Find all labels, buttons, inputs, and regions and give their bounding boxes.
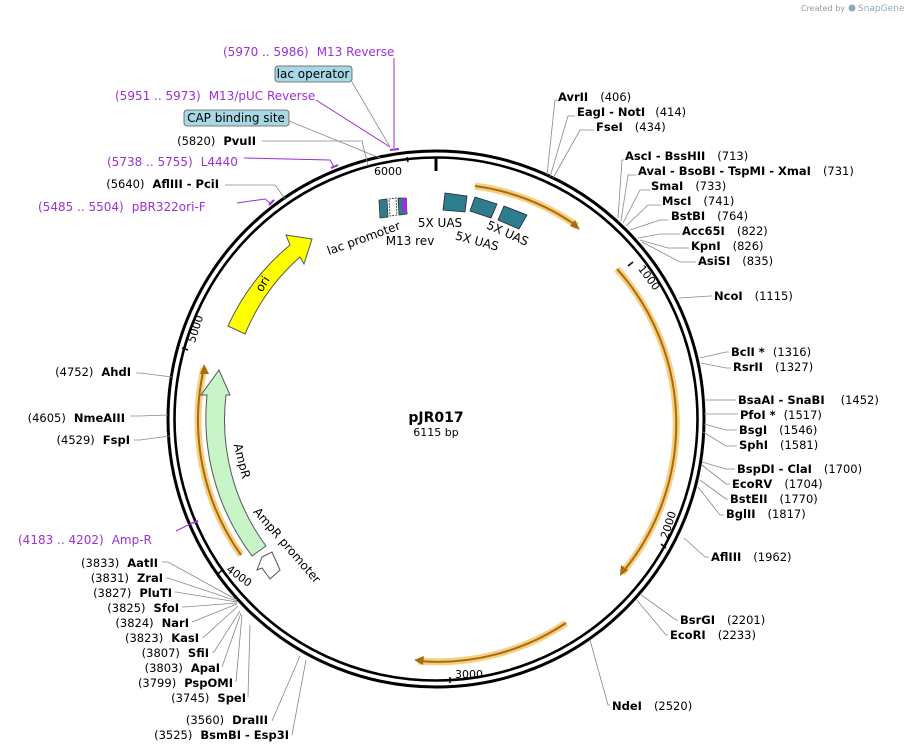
- site-bspdi-clai: BspDI - ClaI(1700): [737, 462, 862, 476]
- site-eagi-noti: EagI - NotI(414): [577, 105, 686, 119]
- site-aatii: (3833)AatII: [81, 556, 158, 570]
- site-bstbi: BstBI(764): [671, 209, 748, 223]
- site-spei: (3745)SpeI: [171, 691, 246, 705]
- orf-arc-4-head: [200, 364, 209, 374]
- site-sphi: SphI(1581): [739, 438, 818, 452]
- lac-promoter-feature: [378, 198, 389, 219]
- left-site-labels: (5820)PvuII (5640)AflIII - PciI (4752)Ah…: [28, 134, 289, 742]
- site-fsei: FseI(434): [596, 120, 666, 134]
- site-fspi: (4529)FspI: [57, 433, 130, 447]
- site-apai: (3803)ApaI: [145, 661, 220, 675]
- orf-arc-2-head: [620, 565, 628, 576]
- lac-operator-feature: [388, 197, 398, 217]
- site-bsteii: BstEII(1770): [730, 492, 818, 506]
- tick-label-4000: 4000: [224, 563, 254, 590]
- plasmid-name: pJR017: [408, 410, 463, 426]
- site-pfoi: PfoI *(1517): [740, 408, 822, 422]
- left-leader-lines: [130, 140, 369, 736]
- site-kasi: (3823)KasI: [125, 631, 199, 645]
- tick-label-3000: 3000: [455, 668, 483, 681]
- site-asisi: AsiSI(835): [698, 254, 773, 268]
- site-bglii: BglII(1817): [726, 507, 806, 521]
- primer-leader-lines: [175, 58, 395, 532]
- orf-arc-1-head: [570, 220, 580, 230]
- ampr-feature: [200, 368, 267, 557]
- site-bsaai-snabi: BsaAI - SnaBI(1452): [738, 393, 879, 407]
- lac-operator-label: lac operator: [277, 67, 350, 81]
- site-bsgi: BsgI(1546): [739, 423, 817, 437]
- site-ecori: EcoRI(2233): [670, 628, 756, 642]
- site-pspomi: (3799)PspOMI: [138, 676, 233, 690]
- site-afliii-right: AflIII(1962): [711, 550, 792, 564]
- site-bcli: BclI *(1316): [731, 345, 811, 359]
- site-bsrgi: BsrGI(2201): [680, 613, 765, 627]
- site-bsmbi-esp3i: (3525)BsmBI - Esp3I: [154, 728, 289, 742]
- primer-marks: [192, 148, 400, 524]
- site-asci-bsshii: AscI - BssHII(713): [625, 149, 748, 163]
- site-ahdi: (4752)AhdI: [55, 365, 131, 379]
- site-draiii: (3560)DraIII: [186, 713, 268, 727]
- m13rev-label: M13 rev: [386, 234, 435, 248]
- right-leader-lines: [546, 99, 738, 706]
- primer-m13-reverse: (5970 .. 5986)M13 Reverse: [223, 45, 394, 59]
- plasmid-size: 6115 bp: [413, 426, 458, 439]
- ampr-promoter-feature: [256, 551, 281, 580]
- backbone-outer: [166, 149, 706, 689]
- site-ndei: NdeI(2520): [612, 699, 692, 713]
- m13rev-primer-mark: [402, 198, 407, 212]
- site-ncoi: NcoI(1115): [714, 289, 793, 303]
- uas-box-3: [497, 205, 528, 230]
- credit-brand: SnapGene: [858, 4, 905, 14]
- cap-site-label: CAP binding site: [187, 111, 285, 125]
- uas-box-1: [442, 192, 468, 213]
- box-leader-lines: [288, 81, 391, 159]
- primer-amp-r: (4183 .. 4202)Amp-R: [18, 533, 152, 547]
- site-nmeaiii: (4605)NmeAIII: [28, 411, 125, 425]
- site-acc65i: Acc65I(822): [682, 224, 768, 238]
- site-ecorv: EcoRV(1704): [732, 477, 823, 491]
- snapgene-logo-icon: [848, 4, 856, 12]
- tick-marks: [181, 156, 667, 683]
- ampr-label: AmpR: [231, 442, 253, 480]
- primer-m13-puc-reverse: (5951 .. 5973)M13/pUC Reverse: [115, 89, 315, 103]
- primer-pbr322ori-f: (5485 .. 5504)pBR322ori-F: [38, 200, 206, 214]
- site-zrai: (3831)ZraI: [91, 571, 163, 585]
- site-pvuii: (5820)PvuII: [177, 134, 256, 148]
- site-sfii: (3807)SfiI: [142, 646, 209, 660]
- tick-label-6000: 6000: [374, 165, 402, 178]
- credit-prefix: Created by: [801, 4, 845, 13]
- primer-l4440: (5738 .. 5755)L4440: [107, 155, 238, 169]
- site-rsrii: RsrII(1327): [733, 360, 813, 374]
- site-kpni: KpnI(826): [691, 239, 764, 253]
- backbone-inner: [173, 156, 699, 682]
- site-nari: (3824)NarI: [115, 616, 189, 630]
- uas-box-2: [469, 196, 498, 219]
- site-avai-group: AvaI - BsoBI - TspMI - XmaI(731): [638, 164, 854, 178]
- site-afliii-pcii: (5640)AflIII - PciI: [106, 177, 219, 191]
- uas-label-1: 5X UAS: [418, 216, 462, 230]
- ori-feature: [227, 234, 313, 335]
- site-smai: SmaI(733): [651, 179, 726, 193]
- site-msci: MscI(741): [662, 194, 734, 208]
- site-pluti: (3827)PluTI: [93, 586, 172, 600]
- site-avrii: AvrII(406): [558, 90, 631, 104]
- right-site-labels: AvrII(406) EagI - NotI(414) FseI(434) As…: [558, 90, 879, 713]
- lac-operator-box: [274, 65, 353, 83]
- cap-site-box: [183, 109, 290, 127]
- site-sfoi: (3825)SfoI: [107, 601, 179, 615]
- orf-arc-3-head: [414, 656, 424, 665]
